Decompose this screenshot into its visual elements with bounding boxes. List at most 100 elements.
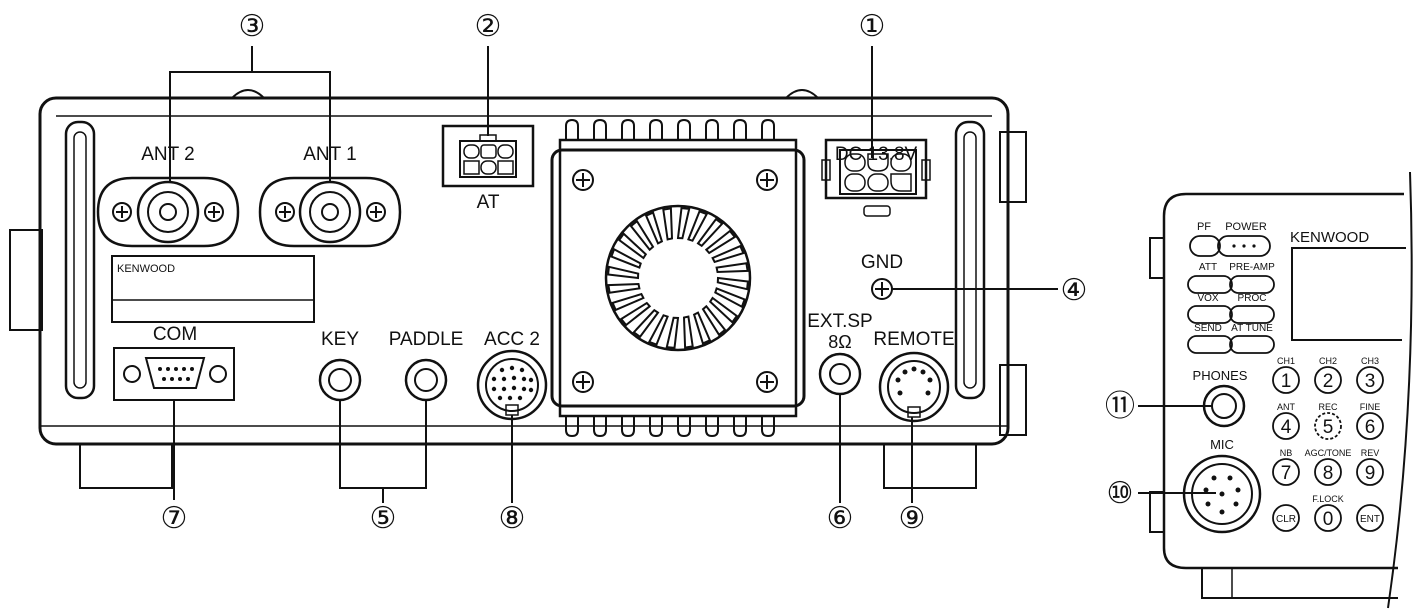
- vox-label: VOX: [1197, 293, 1218, 304]
- fan-slot: [662, 207, 674, 241]
- attune-label: AT TUNE: [1231, 323, 1273, 334]
- fan-slot: [704, 229, 737, 255]
- proc-button[interactable]: [1229, 305, 1275, 324]
- fan-slot: [701, 304, 727, 337]
- preamp-label: PRE-AMP: [1229, 262, 1275, 273]
- right-rail: [954, 120, 986, 400]
- key-sublabel: F.LOCK: [1312, 494, 1344, 504]
- key-7-button[interactable]: [1272, 458, 1300, 486]
- key-5-button[interactable]: [1314, 412, 1342, 440]
- extsp-ohm-label: 8Ω: [828, 332, 851, 352]
- front-brand: KENWOOD: [1290, 229, 1369, 246]
- keypad: CH1 1 CH2 2 CH3 3 ANT 4 REC 5 FINE 6 NB …: [1272, 356, 1384, 532]
- at-label: AT: [477, 192, 500, 213]
- send-button[interactable]: [1187, 335, 1233, 354]
- fan-slot: [629, 219, 655, 252]
- rear-panel: ANT 2 ANT 1: [9, 10, 1087, 535]
- fan-slot: [676, 207, 691, 240]
- front-panel-outline: [1162, 192, 1404, 570]
- front-side-bump: [1149, 237, 1165, 279]
- key-6-button[interactable]: [1356, 412, 1384, 440]
- chassis-outline: [38, 96, 1010, 446]
- callout-1: ①: [859, 10, 886, 43]
- left-side-bump: [9, 229, 43, 331]
- send-label: SEND: [1194, 323, 1222, 334]
- key-sublabel: REV: [1361, 448, 1380, 458]
- left-rail: [64, 120, 96, 400]
- left-rail-inner: [73, 131, 87, 389]
- key-4-button[interactable]: [1272, 412, 1300, 440]
- fan-slot: [619, 301, 652, 327]
- foot-left: [79, 443, 173, 489]
- fan-slot: [607, 265, 640, 280]
- fan-slot: [708, 296, 739, 324]
- acc2-connector: [476, 349, 548, 421]
- key-5-label: 5: [1323, 417, 1334, 438]
- key-8-button[interactable]: [1314, 458, 1342, 486]
- front-foot: [1201, 568, 1398, 599]
- key-2-button[interactable]: [1314, 366, 1342, 394]
- top-bump: [231, 89, 265, 99]
- key-2-label: 2: [1323, 371, 1334, 392]
- front-panel: PF POWER KENWOOD ATT PRE-AMP VOX PROC SE…: [1105, 171, 1413, 609]
- attune-button[interactable]: [1229, 335, 1275, 354]
- gnd-terminal: [871, 278, 893, 300]
- pf-label: PF: [1197, 221, 1211, 233]
- ant2-label: ANT 2: [141, 144, 195, 165]
- att-label: ATT: [1199, 262, 1217, 273]
- serial-plate: KENWOOD: [111, 255, 315, 323]
- dc-connector: [821, 138, 931, 217]
- key-6-label: 6: [1365, 417, 1376, 438]
- extsp-label: EXT.SP: [807, 311, 872, 332]
- right-side-bump-bottom: [999, 364, 1027, 436]
- key-sublabel: NB: [1280, 448, 1293, 458]
- ent-button[interactable]: [1356, 504, 1384, 532]
- plate-brand: KENWOOD: [117, 263, 175, 275]
- att-button[interactable]: [1187, 275, 1233, 294]
- ant2-connector: [96, 176, 240, 248]
- foot-right: [883, 443, 977, 489]
- preamp-button[interactable]: [1229, 275, 1275, 294]
- key-sublabel: AGC/TONE: [1305, 448, 1352, 458]
- ant1-connector: [258, 176, 402, 248]
- fan-slot: [714, 287, 746, 309]
- callout-7: ⑦: [161, 502, 188, 535]
- key-3-button[interactable]: [1356, 366, 1384, 394]
- power-label: POWER: [1225, 221, 1267, 233]
- callout-11: ⑪: [1105, 390, 1135, 423]
- key-sublabel: CH1: [1277, 356, 1295, 366]
- fan-slot: [607, 282, 641, 294]
- com-label: COM: [153, 324, 197, 345]
- key-sublabel: REC: [1318, 402, 1338, 412]
- right-side-bump-top: [999, 131, 1027, 203]
- gnd-label: GND: [861, 252, 903, 273]
- mic-label: MIC: [1210, 437, 1234, 452]
- top-bump: [785, 89, 819, 99]
- fan-slot: [682, 315, 694, 349]
- key-8-label: 8: [1323, 463, 1334, 484]
- pf-button[interactable]: [1189, 235, 1221, 257]
- ent-label: ENT: [1360, 514, 1380, 525]
- vox-button[interactable]: [1187, 305, 1233, 324]
- fan-slot: [715, 262, 749, 274]
- acc2-label: ACC 2: [484, 329, 540, 350]
- key-3-label: 3: [1365, 371, 1376, 392]
- com-connector: [113, 347, 235, 401]
- power-button[interactable]: [1217, 235, 1271, 257]
- right-rail-inner: [963, 131, 977, 389]
- callout-6: ⑥: [827, 502, 854, 535]
- callout-2: ②: [475, 10, 502, 43]
- key-sublabel: ANT: [1277, 402, 1296, 412]
- callout-3: ③: [239, 10, 266, 43]
- clr-button[interactable]: [1272, 504, 1300, 532]
- key-0-label: 0: [1323, 509, 1334, 530]
- fan-slot: [696, 217, 724, 248]
- key-0-button[interactable]: [1314, 504, 1342, 532]
- key-sublabel: FINE: [1360, 402, 1381, 412]
- key-1-label: 1: [1281, 371, 1292, 392]
- front-side-bump: [1149, 491, 1165, 533]
- key-4-label: 4: [1281, 417, 1292, 438]
- key-9-button[interactable]: [1356, 458, 1384, 486]
- fan-slot: [610, 247, 642, 269]
- key-1-button[interactable]: [1272, 366, 1300, 394]
